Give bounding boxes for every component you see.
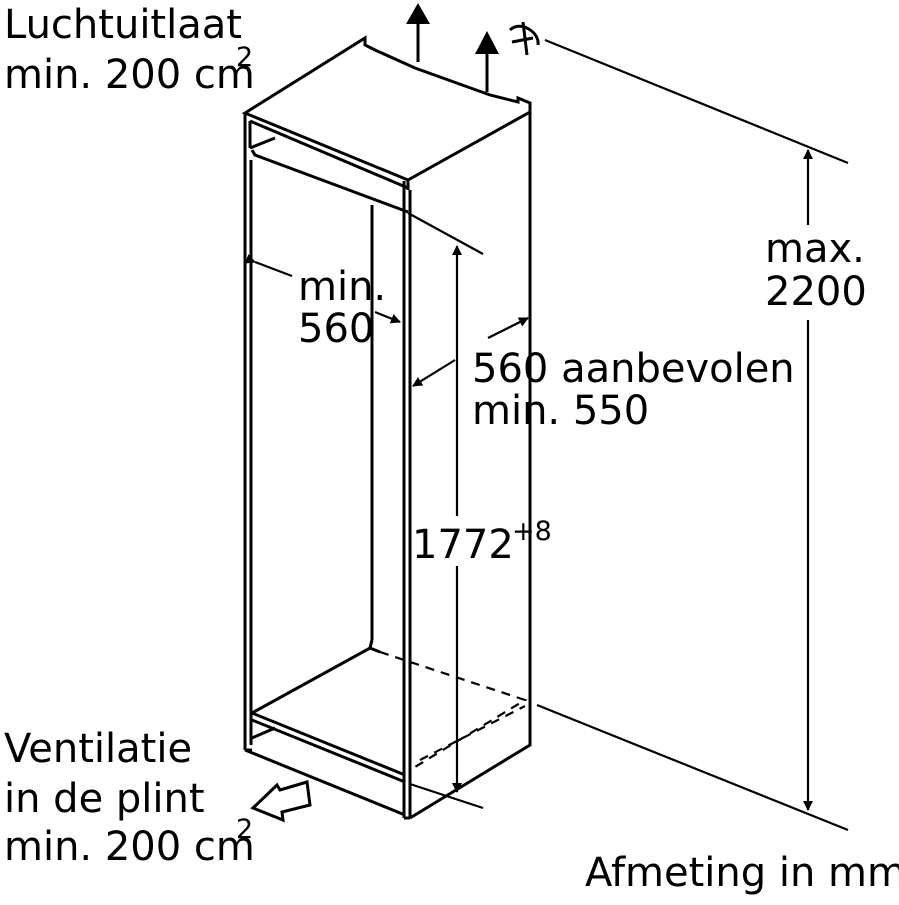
ventilation-unit-superscript: 2 [236, 814, 253, 845]
mounting-symbol-icon [508, 21, 540, 56]
cabinet-niche [241, 35, 532, 820]
air-outlet-unit-superscript: 2 [236, 42, 253, 73]
unit-note: Afmeting in mm [585, 850, 899, 896]
max-height-label: max. [765, 226, 865, 272]
hidden-floor-edges [379, 650, 528, 771]
air-outlet-value: min. 200 cm [4, 52, 255, 98]
dimension-lines [244, 38, 849, 832]
ventilation-title: Ventilatie [4, 726, 192, 772]
air-outlet-arrows [406, 3, 499, 92]
air-outlet-title: Luchtuitlaat [4, 2, 242, 48]
height-value: 1772 [412, 522, 514, 568]
bottom-panel [251, 646, 381, 715]
depth-min-label: min. 550 [472, 388, 649, 434]
width-min-label: min. [298, 264, 386, 310]
ventilation-value: min. 200 cm [4, 824, 255, 870]
back-edge [409, 103, 532, 820]
width-min-value: 560 [298, 306, 374, 352]
depth-recommended-label: 560 aanbevolen [472, 346, 795, 392]
max-height-value: 2200 [765, 269, 867, 315]
ventilation-subtitle: in de plint [4, 776, 205, 822]
ventilation-arrow-icon [250, 780, 312, 823]
height-tolerance: +8 [512, 516, 552, 547]
top-panel [241, 35, 532, 182]
